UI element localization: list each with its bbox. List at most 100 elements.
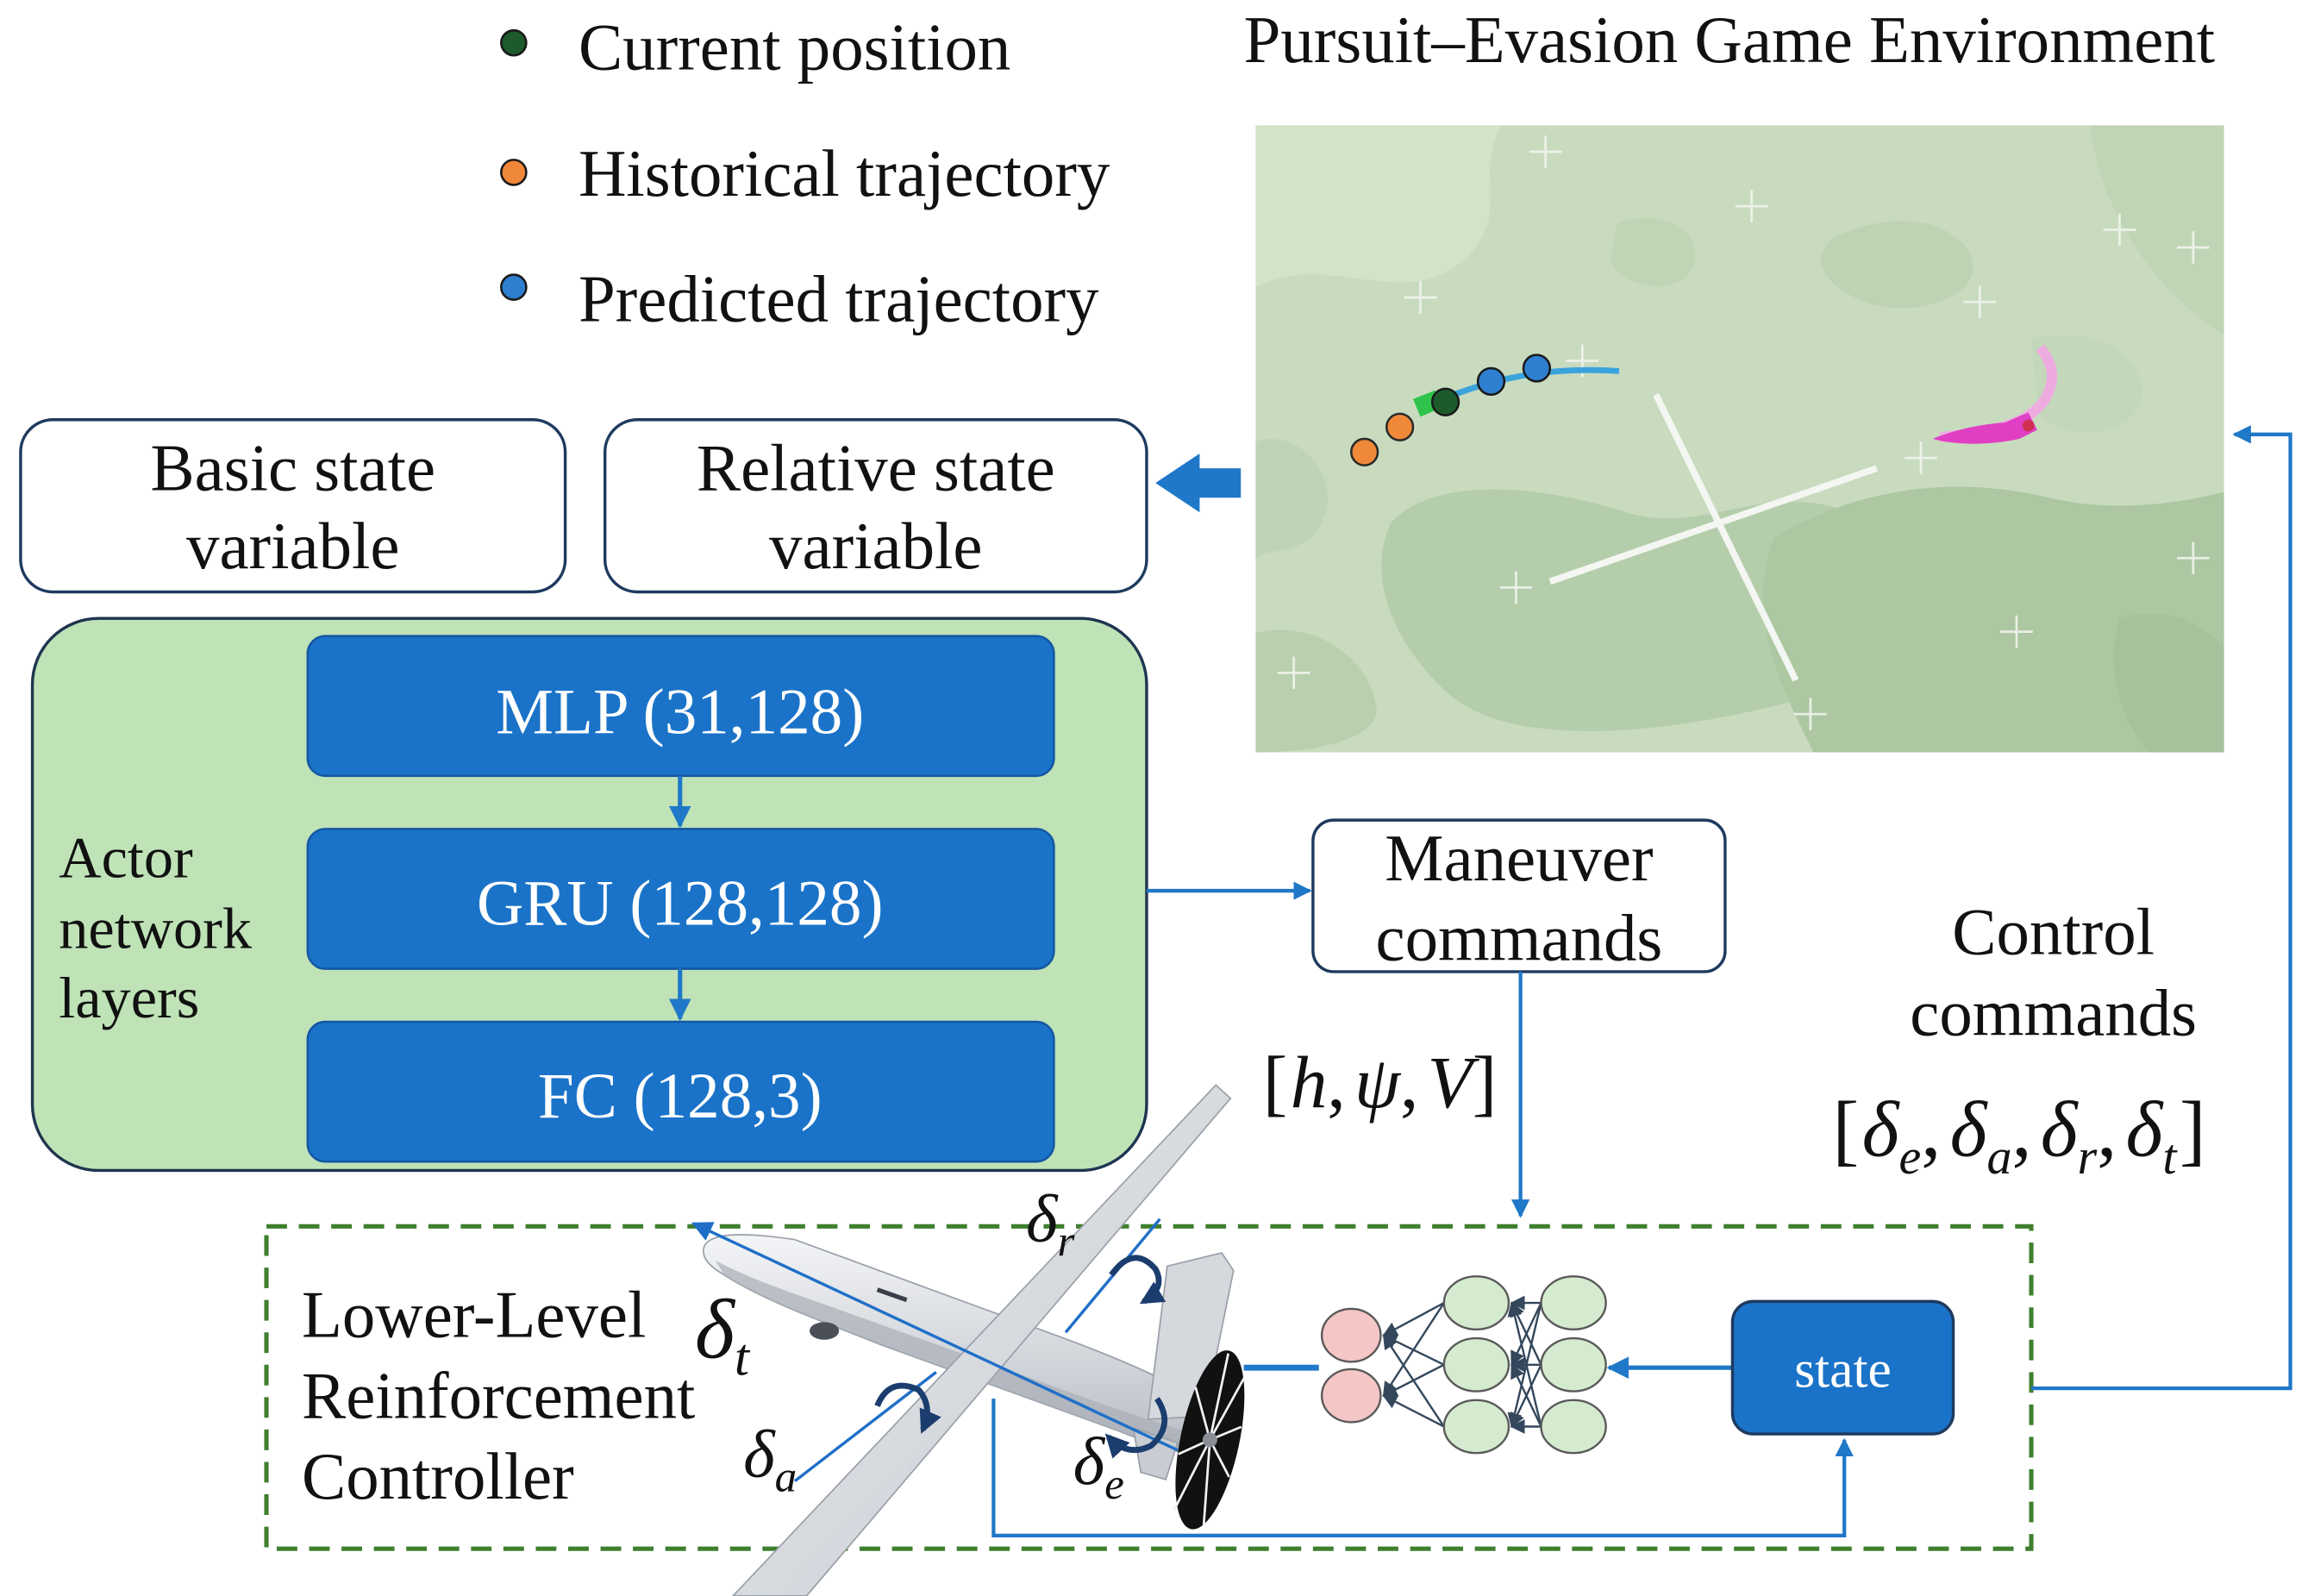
- control-delta-symbol: δ: [2125, 1085, 2164, 1173]
- aileron-label: δa: [743, 1417, 797, 1502]
- predicted-point: [1476, 366, 1506, 396]
- maneuver-commands-box: Maneuver commands: [1311, 818, 1727, 974]
- terrain-patch: [2113, 613, 2224, 753]
- actor-label-line2: network: [59, 896, 253, 961]
- relative-state-box-frame: [603, 418, 1148, 594]
- nn-output-node: [1320, 1368, 1382, 1424]
- control-subscript-elevator: e: [1899, 1129, 1922, 1185]
- nn-input-node: [1540, 1399, 1607, 1455]
- vector-close-bracket: ]: [1473, 1042, 1497, 1123]
- actor-network-panel: Actor network layers MLP (31,128) GRU (1…: [30, 616, 1148, 1173]
- terrain-patch: [1255, 439, 1328, 560]
- aileron-rotation-icon: [874, 1382, 941, 1434]
- actor-label-line3: layers: [59, 965, 199, 1030]
- maneuver-label-line1: Maneuver: [1385, 822, 1653, 895]
- predicted-trajectory-dot: [500, 273, 528, 301]
- nn-edge: [1507, 1301, 1542, 1427]
- game-environment-view: [1255, 125, 2224, 753]
- uav-illustration: [691, 1084, 1246, 1596]
- control-commands-label-line2: commands: [1910, 976, 2197, 1049]
- gru-layer-label: GRU (128,128): [477, 867, 883, 939]
- current-point: [1430, 387, 1460, 416]
- controller-label-line3: Controller: [302, 1440, 574, 1513]
- fc-layer-box: [306, 1020, 1055, 1163]
- nn-hidden-node: [1442, 1336, 1511, 1393]
- legend-historical-trajectory: Historical trajectory: [579, 137, 1110, 210]
- nn-input-node: [1540, 1275, 1607, 1331]
- nn-input-node: [1540, 1336, 1607, 1393]
- trajectory-legend: Current position Historical trajectory P…: [500, 10, 1110, 335]
- rudder-symbol: δ: [1026, 1180, 1059, 1255]
- runway-strip: [1548, 465, 1879, 585]
- vector-separator: ,: [1400, 1042, 1418, 1123]
- control-delta-symbol: δ: [1950, 1085, 1989, 1173]
- nn-output-node: [1320, 1307, 1382, 1363]
- historical-trajectory-dot: [500, 159, 528, 186]
- basic-state-label-line1: Basic state: [150, 432, 435, 505]
- maneuver-command-vector: [h,ψ,V]: [1263, 1042, 1497, 1123]
- rudder-rotation-icon: [1109, 1255, 1167, 1305]
- controller-label-line1: Lower-Level: [302, 1278, 646, 1351]
- legend-predicted-trajectory: Predicted trajectory: [579, 262, 1099, 335]
- opponent-aircraft-core: [2022, 419, 2035, 432]
- terrain-patch: [2090, 125, 2224, 336]
- maneuver-label-line2: commands: [1376, 901, 1663, 974]
- predicted-point: [1522, 354, 1552, 383]
- historical-point: [1385, 412, 1415, 441]
- state-label: state: [1794, 1340, 1892, 1399]
- relative-state-variable-box: Relative state variable: [603, 418, 1148, 594]
- state-to-environment-line: [2031, 425, 2292, 1391]
- relative-state-label-line2: variable: [769, 510, 982, 583]
- control-commands-label-line1: Control: [1952, 895, 2155, 968]
- state-box-frame: [1730, 1299, 1955, 1436]
- control-subscript-throttle: t: [2162, 1129, 2178, 1185]
- vector-velocity-symbol: V: [1428, 1042, 1480, 1123]
- control-separator: ,: [2011, 1085, 2031, 1173]
- control-close-bracket: ]: [2180, 1085, 2206, 1173]
- uav-lower-fin: [1132, 1426, 1179, 1481]
- terrain-patch: [1255, 125, 1502, 288]
- environment-title: Pursuit–Evasion Game Environment: [1244, 3, 2215, 77]
- uav-sensor-pod: [809, 1322, 840, 1340]
- nn-edge: [1382, 1302, 1445, 1336]
- nn-edge: [1382, 1302, 1445, 1398]
- historical-point: [1349, 437, 1379, 466]
- roll-axis-line: [691, 1222, 1179, 1452]
- uav-tail-fin: [1147, 1252, 1235, 1420]
- elevator-label: δe: [1073, 1424, 1124, 1509]
- elevator-subscript: e: [1104, 1460, 1124, 1509]
- control-delta-symbol: δ: [2041, 1085, 2080, 1173]
- terrain-patch: [1610, 217, 1696, 286]
- policy-network-icon: [1320, 1275, 1607, 1455]
- terrain-patch: [1255, 629, 1377, 753]
- uav-marking: [876, 1287, 908, 1303]
- elevator-rotation-icon: [1104, 1397, 1168, 1459]
- runway-strip: [1653, 393, 1799, 682]
- control-subscript-rudder: r: [2078, 1129, 2098, 1185]
- aileron-subscript: a: [775, 1453, 797, 1502]
- nn-edge: [1382, 1363, 1445, 1397]
- throttle-label: δt: [695, 1282, 751, 1386]
- control-delta-symbol: δ: [1862, 1085, 1901, 1173]
- rudder-label: δr: [1026, 1180, 1076, 1266]
- vector-open-bracket: [: [1263, 1042, 1287, 1123]
- aileron-symbol: δ: [743, 1417, 776, 1492]
- actor-label-line1: Actor: [59, 825, 193, 891]
- basic-state-box-frame: [19, 418, 567, 594]
- current-position-dot: [500, 28, 528, 57]
- mlp-layer-label: MLP (31,128): [496, 676, 864, 748]
- aircraft-to-state-feedback-line: [991, 1399, 1854, 1537]
- vector-heading-symbol: ψ: [1354, 1042, 1402, 1123]
- vector-separator: ,: [1327, 1042, 1345, 1123]
- control-open-bracket: [: [1833, 1085, 1860, 1173]
- nn-hidden-node: [1442, 1275, 1511, 1331]
- propeller-blade-gaps: [1173, 1353, 1246, 1526]
- basic-state-variable-box: Basic state variable: [19, 418, 567, 594]
- basic-state-label-line2: variable: [186, 510, 399, 583]
- control-command-vector: [δe,δa,δr,δt]: [1833, 1085, 2206, 1184]
- relative-state-label-line1: Relative state: [697, 432, 1055, 505]
- state-box: state: [1730, 1299, 1955, 1436]
- terrain-patch: [1821, 221, 1973, 309]
- throttle-symbol: δ: [695, 1282, 736, 1376]
